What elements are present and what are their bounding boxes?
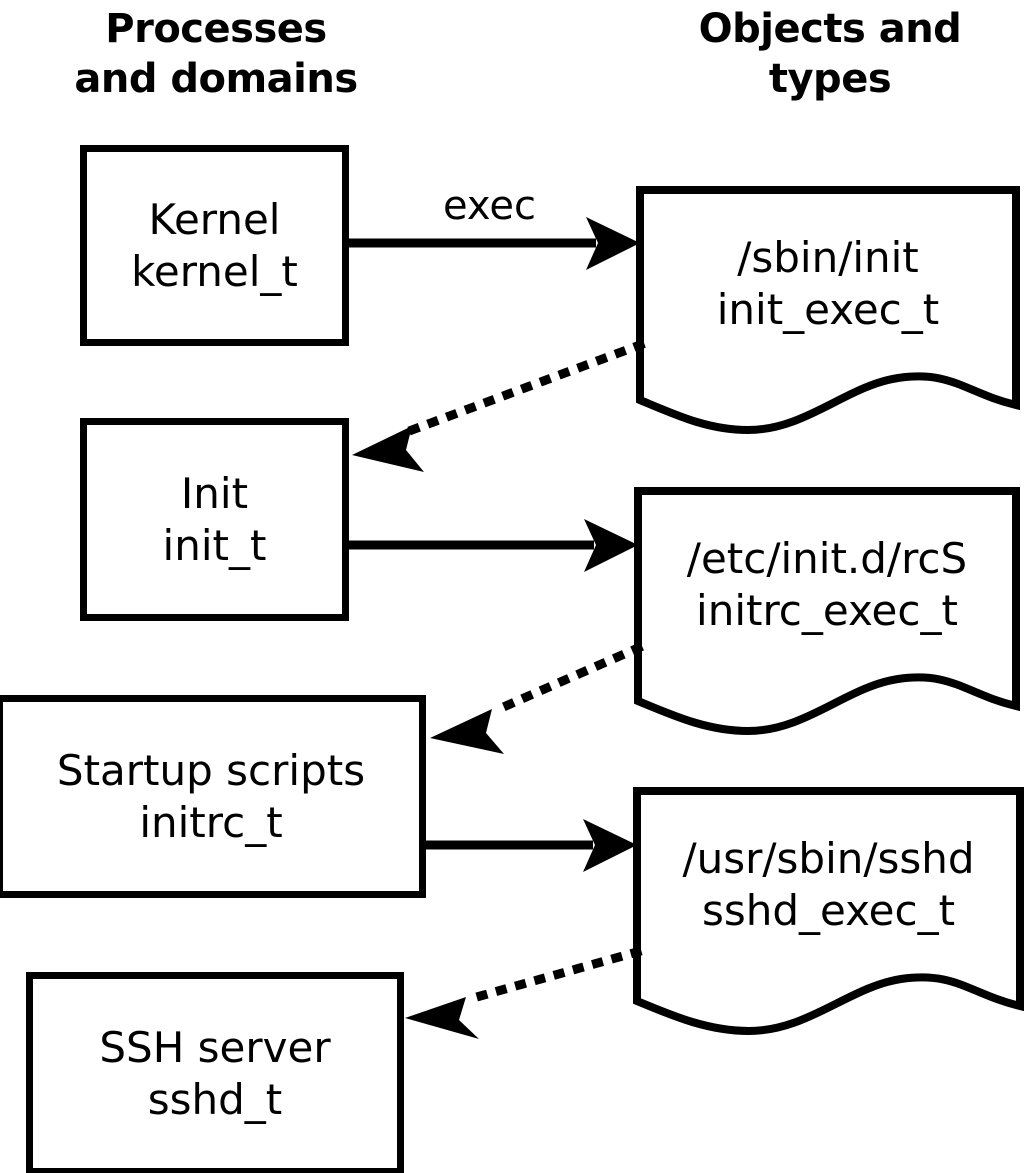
document-shape-icon	[633, 787, 1024, 1036]
arrowhead-icon	[352, 426, 424, 472]
edge-initrc-exec-to-initrc	[430, 642, 644, 754]
process-box-ssh-server-name: SSH server	[99, 1022, 331, 1072]
process-box-startup-scripts-type: initrc_t	[139, 797, 283, 847]
process-box-kernel-type: kernel_t	[131, 246, 298, 296]
process-box-ssh-server[interactable]: SSH server sshd_t	[26, 972, 404, 1173]
arrowhead-icon	[405, 997, 479, 1039]
arrowhead-icon	[430, 709, 504, 754]
arrowhead-icon	[583, 819, 637, 872]
process-box-init-type: init_t	[162, 520, 267, 570]
edge-initrc-exec-sshd	[426, 819, 637, 872]
process-box-init-name: Init	[180, 468, 249, 518]
process-box-kernel[interactable]: Kernel kernel_t	[80, 145, 349, 346]
object-doc-initrc-exec[interactable]: /etc/init.d/rcS initrc_exec_t	[634, 487, 1020, 737]
process-box-ssh-server-type: sshd_t	[147, 1074, 283, 1124]
document-shape-icon	[634, 487, 1020, 736]
object-doc-sshd-exec[interactable]: /usr/sbin/sshd sshd_exec_t	[633, 787, 1024, 1037]
edge-label-exec: exec	[443, 183, 536, 229]
arrowhead-icon	[586, 217, 640, 270]
document-shape-icon	[636, 186, 1020, 435]
process-box-init[interactable]: Init init_t	[80, 418, 349, 621]
arrowhead-icon	[584, 519, 638, 572]
edge-sshd-exec-to-sshd	[405, 946, 643, 1039]
process-box-startup-scripts[interactable]: Startup scripts initrc_t	[0, 695, 426, 898]
process-box-startup-scripts-name: Startup scripts	[56, 745, 366, 795]
object-doc-init-exec[interactable]: /sbin/init init_exec_t	[636, 186, 1020, 436]
edge-init-exec-to-init	[352, 339, 646, 472]
edge-init-exec-initrc	[349, 519, 638, 572]
process-box-kernel-name: Kernel	[148, 194, 281, 244]
column-heading-processes: Processes and domains	[74, 6, 358, 102]
column-heading-objects: Objects and types	[698, 6, 962, 102]
